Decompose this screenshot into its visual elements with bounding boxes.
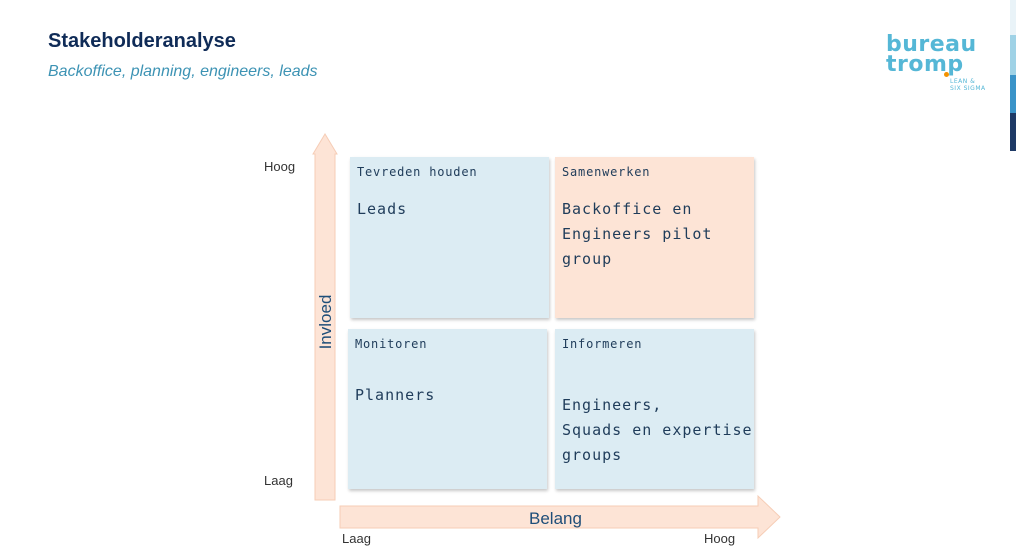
- quadrant-monitoren: Monitoren Planners: [348, 329, 547, 489]
- x-tick-low: Laag: [342, 531, 371, 546]
- quadrant-informeren: Informeren Engineers, Squads en expertis…: [555, 329, 754, 489]
- quadrant-heading: Tevreden houden: [357, 165, 478, 179]
- y-axis-label: Invloed: [316, 294, 335, 350]
- logo-tagline-1: LEAN &: [950, 78, 976, 85]
- logo-word-tromp: tromp: [886, 52, 964, 77]
- edge-strip-4: [1010, 113, 1016, 151]
- x-axis-arrow: [339, 494, 781, 540]
- quadrant-body: Engineers, Squads en expertise groups: [562, 396, 753, 464]
- edge-strip-3: [1010, 75, 1016, 113]
- bureau-tromp-logo: bureau tromp LEAN & SIX SIGMA: [884, 30, 994, 96]
- logo-word-bureau: bureau: [886, 32, 977, 57]
- y-tick-low: Laag: [264, 473, 293, 488]
- quadrant-body: Planners: [355, 386, 436, 404]
- y-axis-arrow-shape: [312, 133, 338, 501]
- quadrant-samenwerken: Samenwerken Backoffice en Engineers pilo…: [555, 157, 754, 318]
- logo-dot: [944, 72, 949, 77]
- page-title: Stakeholderanalyse: [48, 30, 236, 52]
- logo-tagline-2: SIX SIGMA: [950, 85, 986, 92]
- quadrant-body: Backoffice en Engineers pilot group: [562, 200, 713, 268]
- x-axis-arrow-shape: [339, 494, 781, 540]
- edge-strip-2: [1010, 35, 1016, 75]
- y-tick-high: Hoog: [264, 159, 296, 174]
- page-subtitle: Backoffice, planning, engineers, leads: [48, 63, 318, 80]
- quadrant-heading: Monitoren: [355, 337, 428, 351]
- quadrant-heading: Samenwerken: [562, 165, 651, 179]
- quadrant-body: Leads: [357, 200, 408, 218]
- quadrant-tevreden-houden: Tevreden houden Leads: [350, 157, 549, 318]
- y-axis-arrow: [312, 133, 338, 501]
- x-axis-label: Belang: [529, 509, 582, 528]
- quadrant-heading: Informeren: [562, 337, 643, 351]
- edge-strip-1: [1010, 0, 1016, 35]
- x-tick-high: Hoog: [704, 531, 736, 546]
